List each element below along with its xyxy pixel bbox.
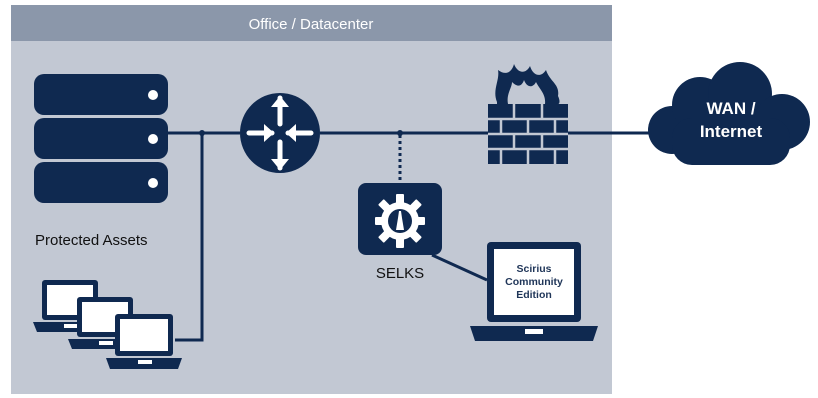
selks-laptop-link (431, 253, 488, 282)
scirius-line3: Edition (516, 289, 552, 301)
zone-header (11, 5, 612, 41)
connections (168, 131, 660, 342)
zone-title: Office / Datacenter (249, 16, 374, 33)
laptop-icon (470, 242, 598, 341)
wan-label-line2: Internet (700, 122, 763, 141)
server-rack-icon (34, 74, 168, 203)
selks-label: SELKS (376, 265, 424, 282)
protected-assets-label: Protected Assets (35, 232, 148, 249)
cloud-icon (648, 62, 810, 165)
router-icon (240, 93, 320, 173)
firewall-icon (488, 64, 568, 164)
scirius-line2: Community (505, 276, 563, 288)
gear-icon (358, 183, 442, 255)
wan-label-line1: WAN / (706, 99, 755, 118)
junction-dot (199, 130, 205, 136)
tap-dot (397, 130, 403, 136)
scirius-line1: Scirius (516, 263, 551, 275)
laptop-icon (106, 314, 182, 369)
laptops-link (175, 133, 204, 342)
